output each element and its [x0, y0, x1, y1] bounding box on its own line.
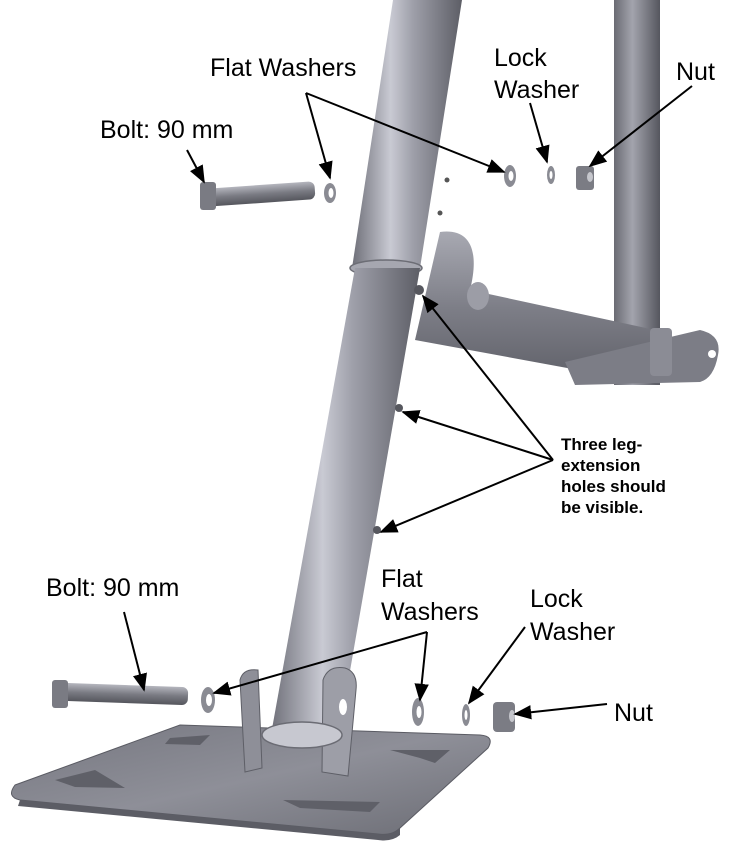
upper-lock-washer-label-line2: Washer [494, 76, 580, 104]
leg-extension-note-line2: extension [561, 456, 641, 475]
lower-flat-washer-left [201, 687, 215, 713]
upper-lock-washer [547, 166, 555, 184]
lower-lock-washer-label-line1: Lock [530, 585, 583, 613]
lower-nut [493, 702, 515, 732]
hole-callout-arrows [379, 294, 554, 533]
lower-lock-washer [462, 704, 470, 726]
upper-flat-washers-label: Flat Washers [210, 54, 357, 82]
upper-nut [576, 166, 594, 190]
lower-nut-label: Nut [614, 699, 653, 727]
upper-lock-washer-label-line1: Lock [494, 44, 547, 72]
upper-callout-arrows [186, 85, 693, 184]
right-vertical-post [614, 0, 660, 385]
base-plate [10, 724, 491, 841]
lower-callout-arrows [123, 611, 608, 720]
upper-flat-washer-right [504, 165, 516, 187]
lower-bolt [52, 680, 189, 708]
lower-flat-washers-label-line1: Flat [381, 565, 423, 593]
leg-extension-note-line1: Three leg- [561, 435, 643, 454]
upper-bolt [200, 181, 316, 210]
upper-bolt-label: Bolt: 90 mm [100, 116, 234, 144]
leg-extension-note-line3: holes should [561, 477, 666, 496]
lower-flat-washers-label-line2: Washers [381, 598, 479, 626]
upper-flat-washer-left [324, 183, 336, 203]
lower-flat-washer-right [412, 698, 424, 726]
clevis-bracket [239, 667, 357, 777]
leg-extension-note-line4: be visible. [561, 498, 644, 517]
leg-extension-tube [270, 268, 424, 740]
lower-bolt-label: Bolt: 90 mm [46, 574, 180, 602]
cross-arm [415, 231, 719, 385]
upper-nut-label: Nut [676, 58, 715, 86]
lower-lock-washer-label-line2: Washer [530, 618, 616, 646]
